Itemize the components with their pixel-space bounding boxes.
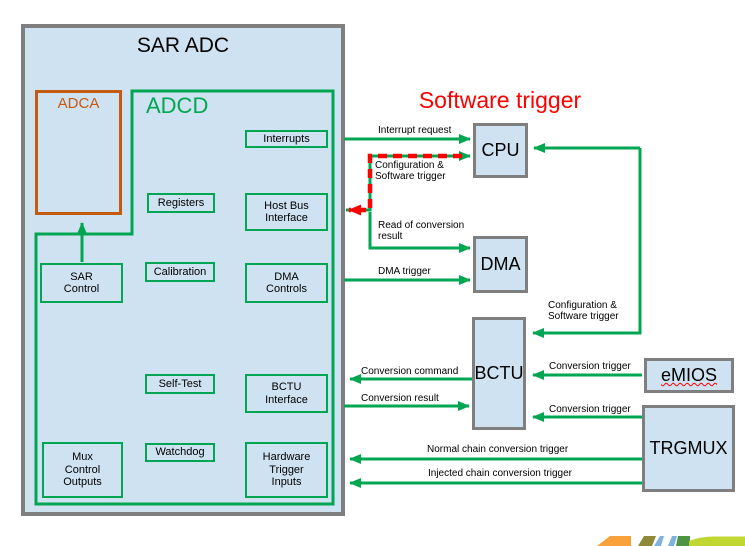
- label-conversion-trigger-trgmux: Conversion trigger: [549, 404, 631, 415]
- sar-adc-title: SAR ADC: [136, 34, 230, 57]
- block-watchdog: Watchdog: [145, 443, 215, 462]
- block-hardware-trigger-inputs: Hardware Trigger Inputs: [245, 442, 328, 498]
- bctu-box: BCTU: [472, 317, 526, 430]
- label-dma-trigger: DMA trigger: [378, 266, 431, 277]
- cpu-box: CPU: [473, 123, 528, 178]
- label-normal-chain-trigger: Normal chain conversion trigger: [427, 444, 569, 455]
- label-conversion-command: Conversion command: [361, 366, 459, 377]
- block-bctu-interface: BCTU Interface: [245, 374, 328, 413]
- block-mux-control-outputs: Mux Control Outputs: [42, 442, 123, 498]
- trgmux-box: TRGMUX: [642, 405, 735, 492]
- label-config-sw-trigger-bctu: Configuration & Software trigger: [548, 300, 619, 322]
- nxp-logo-partial-icon: [597, 536, 745, 546]
- block-host-bus-interface: Host Bus Interface: [245, 193, 328, 231]
- emios-box: eMIOS: [644, 358, 734, 393]
- block-registers: Registers: [147, 193, 215, 213]
- software-trigger-title: Software trigger: [418, 87, 582, 113]
- label-injected-chain-trigger: Injected chain conversion trigger: [428, 468, 572, 479]
- adcd-label: ADCD: [146, 93, 209, 118]
- emios-label: eMIOS: [660, 365, 717, 385]
- block-self-test: Self-Test: [145, 374, 215, 394]
- dma-box: DMA: [473, 236, 528, 293]
- label-interrupt-request: Interrupt request: [378, 125, 452, 136]
- label-read-conversion-result: Read of conversion result: [378, 220, 465, 242]
- label-conversion-result: Conversion result: [361, 393, 439, 404]
- adca-label: ADCA: [57, 95, 100, 112]
- block-dma-controls: DMA Controls: [245, 263, 328, 303]
- block-calibration: Calibration: [145, 262, 215, 282]
- block-interrupts: Interrupts: [245, 130, 328, 148]
- label-conversion-trigger-emios: Conversion trigger: [549, 361, 631, 372]
- block-sar-control: SAR Control: [40, 263, 123, 303]
- label-config-sw-trigger-cpu: Configuration & Software trigger: [375, 160, 446, 182]
- adca-box: ADCA: [35, 90, 122, 215]
